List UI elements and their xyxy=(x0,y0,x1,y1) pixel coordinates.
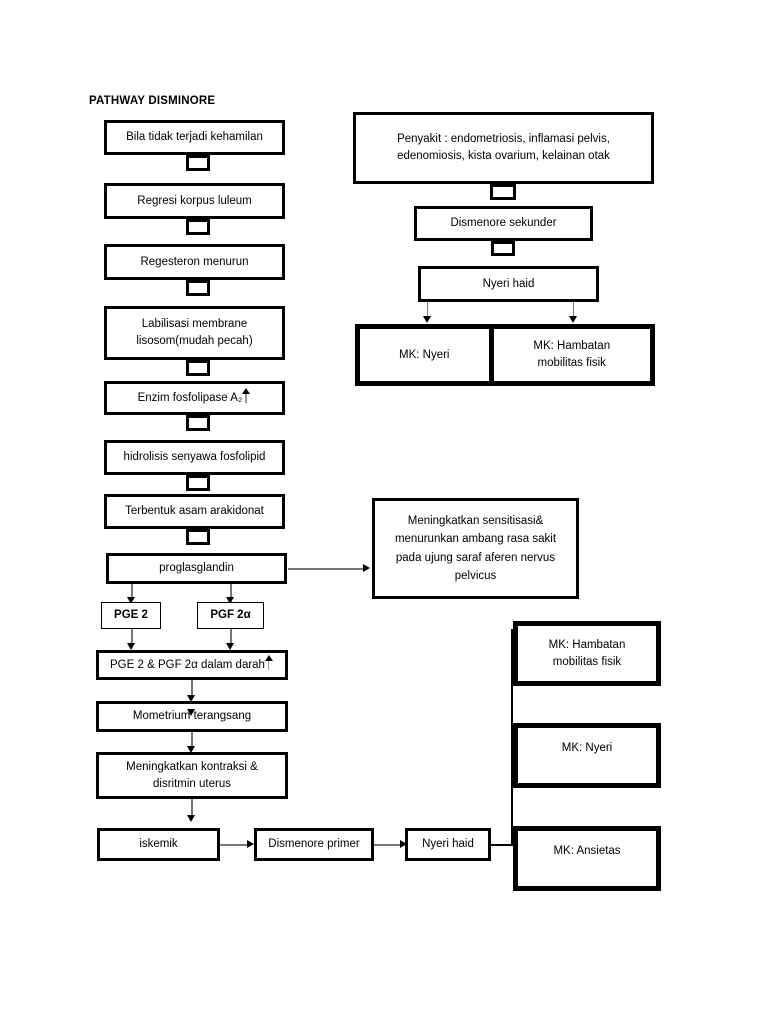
node-mk-hambatan-mobilitas-fisik-top[interactable]: MK: Hambatan mobilitas fisik xyxy=(493,329,650,381)
node-pge-pgf-dalam-darah-label: PGE 2 & PGF 2α dalam darah xyxy=(110,658,265,671)
node-mk-nyeri-bottom[interactable]: MK: Nyeri xyxy=(513,723,661,788)
edge-proglasglandin-to-sidenote xyxy=(288,568,363,570)
node-regresi-korpus-luleum[interactable]: Regresi korpus luleum xyxy=(104,183,285,219)
edge-pgf2a-to-darah xyxy=(230,629,232,645)
arrowhead-darah-right xyxy=(226,643,234,650)
mk-outcomes-group-top: MK: Nyeri MK: Hambatan mobilitas fisik xyxy=(355,324,655,386)
node-enzim-fosfolipase[interactable]: Enzim fosfolipase A₂ xyxy=(104,381,285,415)
connector-2 xyxy=(186,219,210,235)
node-mometrium-terangsang-label: Mometrium terangsang xyxy=(132,710,252,723)
connector-dismenore-sekunder xyxy=(491,241,515,256)
connector-1 xyxy=(186,155,210,171)
node-mk-hambatan-mobilitas-fisik-bottom[interactable]: MK: Hambatan mobilitas fisik xyxy=(513,621,661,686)
edge-proglasglandin-to-pgf2a xyxy=(230,584,232,599)
node-proglasglandin[interactable]: proglasglandin xyxy=(106,553,287,584)
edge-mometrium-to-kontraksi xyxy=(191,732,193,748)
node-mometrium-terangsang[interactable]: Mometrium terangsang xyxy=(96,701,288,732)
connector-4 xyxy=(186,360,210,376)
node-iskemik[interactable]: iskemik xyxy=(97,828,220,861)
node-nyeri-haid-top[interactable]: Nyeri haid xyxy=(418,266,599,302)
node-nyeri-haid-bottom[interactable]: Nyeri haid xyxy=(405,828,491,861)
edge-nyeri-haid-to-feeder xyxy=(491,844,513,846)
edge-proglasglandin-to-pge2 xyxy=(131,584,133,599)
edge-nyeri-haid-to-mk-nyeri xyxy=(427,302,429,320)
feeder-vertical-line xyxy=(511,630,513,845)
node-enzim-fosfolipase-label: Enzim fosfolipase A₂ xyxy=(137,391,243,404)
node-pgf-2alpha[interactable]: PGF 2α xyxy=(197,602,264,629)
arrowhead-kontraksi xyxy=(187,746,195,753)
edge-kontraksi-to-iskemik xyxy=(191,799,193,817)
edge-nyeri-haid-to-mk-hambatan xyxy=(573,302,575,320)
arrowhead-to-sidenote xyxy=(363,564,370,572)
node-pge-pgf-dalam-darah[interactable]: PGE 2 & PGF 2α dalam darah xyxy=(96,650,288,680)
edge-darah-to-mometrium xyxy=(191,680,193,697)
arrowhead-nyeri-haid-bottom xyxy=(400,840,407,848)
node-hidrolisis-senyawa-fosfolipid[interactable]: hidrolisis senyawa fosfolipid xyxy=(104,440,285,475)
edge-iskemik-to-dismenore-primer xyxy=(220,844,249,846)
arrowhead-pge2 xyxy=(127,597,135,604)
page-title: PATHWAY DISMINORE xyxy=(89,95,216,107)
node-meningkatkan-kontraksi[interactable]: Meningkatkan kontraksi & disritmin uteru… xyxy=(96,752,288,799)
edge-pge2-to-darah xyxy=(131,629,133,645)
node-pge-2[interactable]: PGE 2 xyxy=(101,602,161,629)
connector-penyakit xyxy=(490,184,516,200)
node-dismenore-primer[interactable]: Dismenore primer xyxy=(254,828,374,861)
arrowhead-iskemik xyxy=(187,815,195,822)
arrowhead-pgf2a xyxy=(226,597,234,604)
connector-3 xyxy=(186,280,210,296)
node-terbentuk-asam-arakidonat[interactable]: Terbentuk asam arakidonat xyxy=(104,494,285,529)
increase-arrow-icon xyxy=(242,388,251,404)
connector-5 xyxy=(186,415,210,431)
connector-7 xyxy=(186,529,210,545)
node-bila-tidak-terjadi-kehamilan[interactable]: Bila tidak terjadi kehamilan xyxy=(104,120,285,155)
node-regesteron-menurun[interactable]: Regesteron menurun xyxy=(104,244,285,280)
node-penyakit[interactable]: Penyakit : endometriosis, inflamasi pelv… xyxy=(353,112,654,184)
edge-dismenore-primer-to-nyeri-haid xyxy=(374,844,402,846)
arrowhead-dismenore-primer xyxy=(247,840,254,848)
node-labilisasi-membrane-lisosom[interactable]: Labilisasi membrane lisosom(mudah pecah) xyxy=(104,306,285,360)
connector-6 xyxy=(186,475,210,491)
arrowhead-mk-nyeri xyxy=(423,316,431,323)
node-side-note-sensitisasi[interactable]: Meningkatkan sensitisasi& menurunkan amb… xyxy=(372,498,579,599)
arrowhead-mk-hambatan xyxy=(569,316,577,323)
node-dismenore-sekunder[interactable]: Dismenore sekunder xyxy=(414,206,593,241)
arrowhead-mometrium xyxy=(187,695,195,702)
node-mk-ansietas[interactable]: MK: Ansietas xyxy=(513,826,661,891)
arrowhead-overlap-mometrium xyxy=(187,709,195,716)
node-mk-nyeri-top[interactable]: MK: Nyeri xyxy=(360,329,489,381)
arrowhead-darah-left xyxy=(127,643,135,650)
increase-arrow-icon-2 xyxy=(264,655,274,671)
